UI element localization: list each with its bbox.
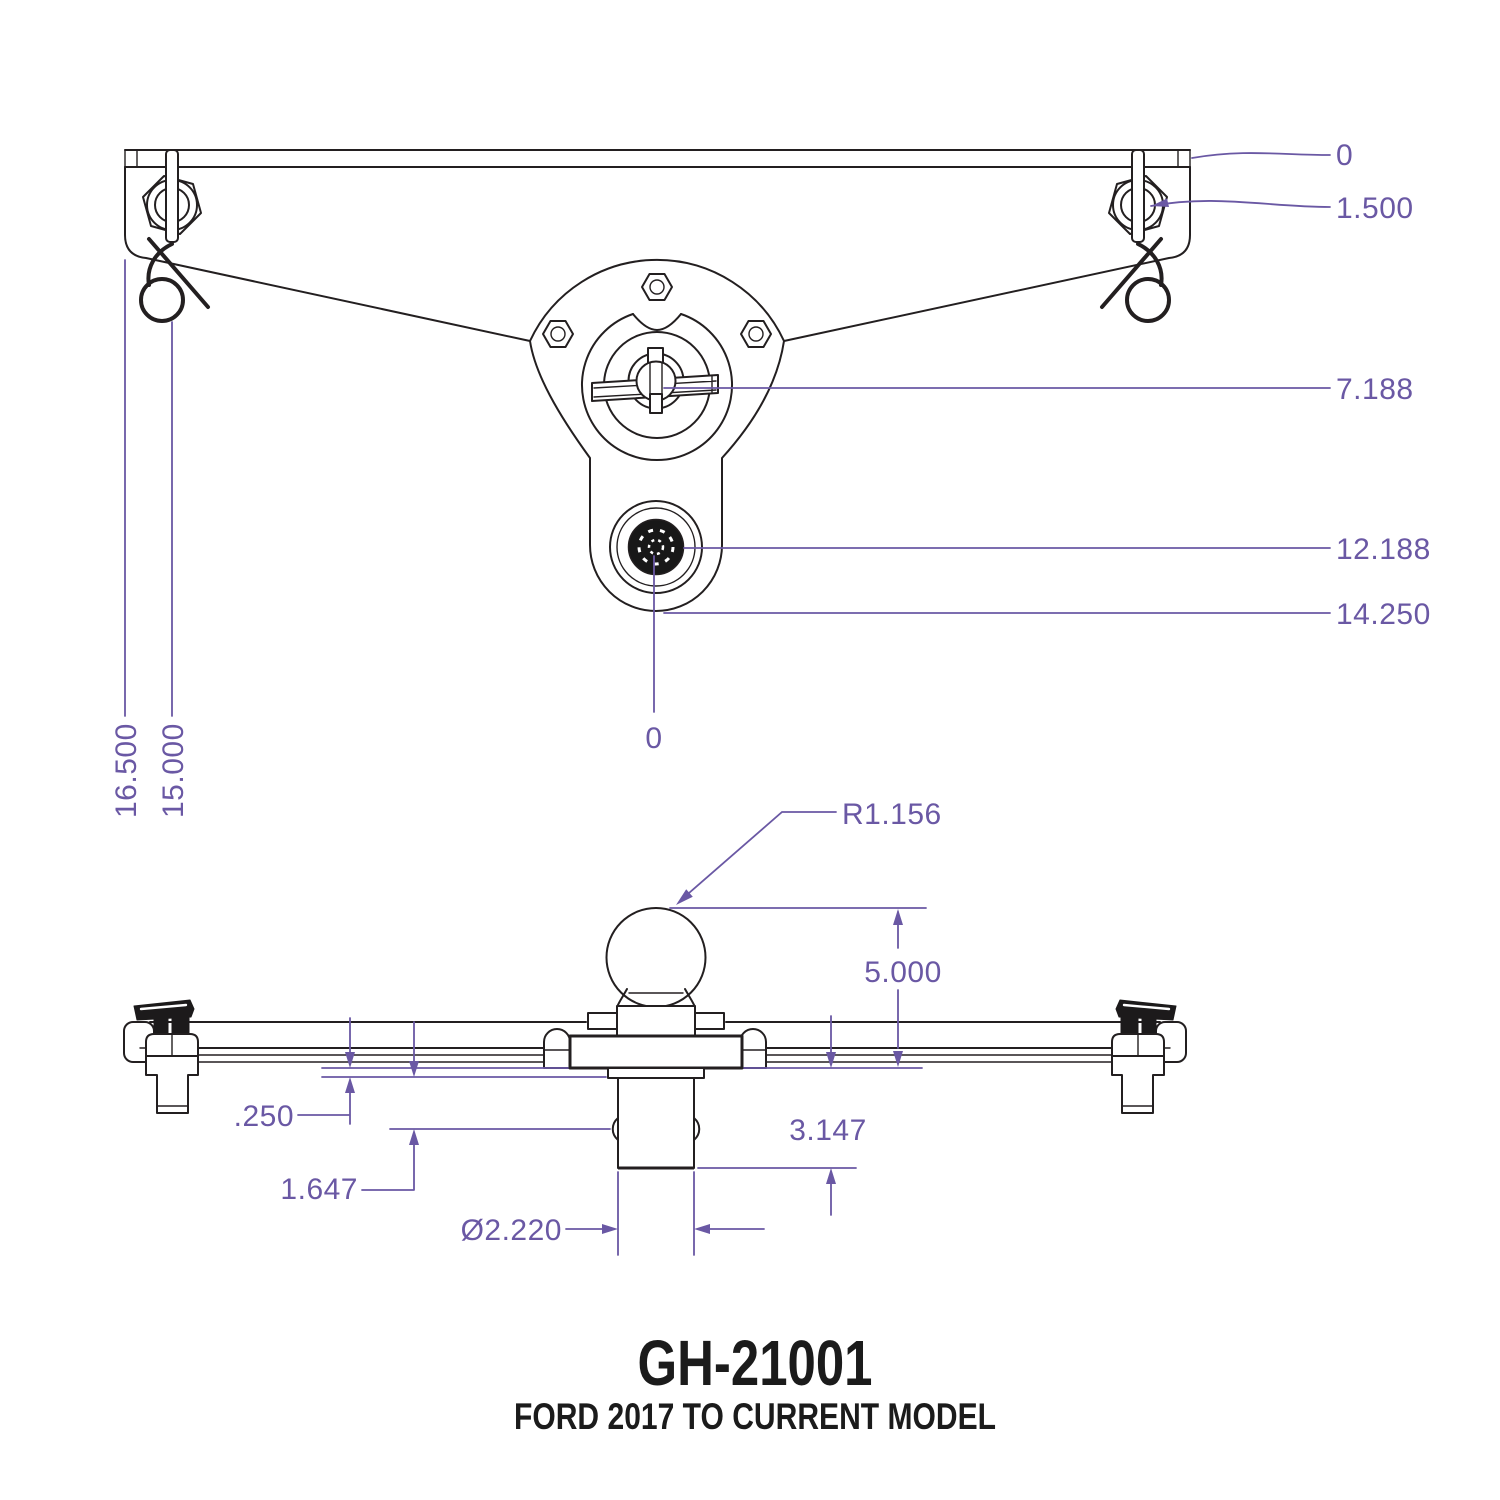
top-view-dimensions: 0 1.500 7.188 12.188 14.250 16.500 15.00… [110, 139, 1431, 818]
front-view-dimensions: R1.156 5.000 .250 1.647 [234, 798, 942, 1256]
hitch-pin-clip [139, 237, 210, 323]
model-subtitle: FORD 2017 TO CURRENT MODEL [514, 1396, 996, 1437]
top-view: 0 1.500 7.188 12.188 14.250 16.500 15.00… [110, 139, 1431, 818]
dim-label-shank-diameter: Ø2.220 [461, 1214, 562, 1247]
dim-label-ball-height: 5.000 [864, 956, 942, 989]
dim-label-plate-bottom: 14.250 [1336, 598, 1431, 631]
title-block: GH-21001 FORD 2017 TO CURRENT MODEL [514, 1327, 996, 1437]
ball-shank [617, 1077, 695, 1169]
fan-bolt-top [641, 273, 673, 301]
carriage-bolt [543, 1028, 571, 1069]
mounting-pin-front-view [133, 999, 199, 1114]
fan-bolt-left [542, 320, 574, 348]
dim-label-pin-offset: 15.000 [157, 723, 190, 818]
rail-top-view [124, 149, 1191, 342]
dim-label-rail-end-offset: 16.500 [110, 723, 143, 818]
dim-label-shank-length: 3.147 [789, 1114, 867, 1147]
part-number: GH-21001 [638, 1327, 873, 1399]
dim-label-ball-radius: R1.156 [842, 798, 942, 831]
front-view: R1.156 5.000 .250 1.647 [123, 798, 1187, 1256]
dim-label-ball-drop: 12.188 [1336, 533, 1431, 566]
dim-label-center-datum: 0 [645, 722, 662, 755]
hitch-ball [605, 907, 707, 1008]
head-plate [529, 258, 785, 612]
dim-label-plate-thickness: .250 [234, 1100, 294, 1133]
dim-label-datum-top: 0 [1336, 139, 1353, 172]
ball-base-block [568, 1034, 744, 1070]
dim-label-handle-drop: 7.188 [1336, 373, 1414, 406]
ball-hole [609, 500, 703, 594]
dim-label-pin-drop: 1.500 [1336, 192, 1414, 225]
mounting-pin-top-view [139, 149, 210, 323]
fan-bolt-right [740, 320, 772, 348]
dim-label-detent-offset: 1.647 [280, 1173, 358, 1206]
gooseneck-ball-assembly [543, 907, 767, 1170]
latch-handle [591, 347, 719, 414]
